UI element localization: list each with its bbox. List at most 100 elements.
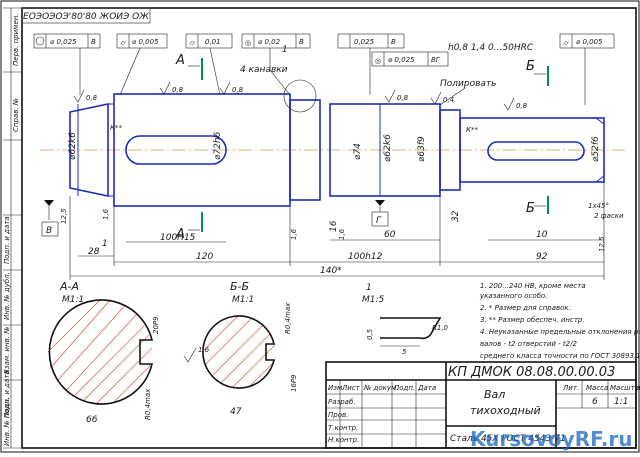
technical-notes: 1. 200...240 HВ, кроме места указанного … — [479, 282, 640, 360]
svg-text:Дата: Дата — [417, 384, 436, 392]
svg-text:60: 60 — [384, 230, 396, 240]
material: Сталь 45Х ГОСТ 4543-71 — [450, 434, 566, 444]
header-box — [21, 7, 151, 24]
svg-text:0,4: 0,4 — [443, 96, 454, 104]
svg-text:R0,4max: R0,4max — [144, 388, 152, 420]
tolerance-value: ⌀ 0,02 — [258, 38, 281, 46]
svg-text:⌭: ⌭ — [189, 39, 195, 47]
svg-text:R0,4max: R0,4max — [284, 302, 292, 334]
section-bb: Б-Б М1:1 47 R0,4max 16Р9 — [202, 280, 298, 417]
tolerance-value: 0,025 — [354, 38, 375, 46]
svg-text:140*: 140* — [320, 266, 342, 276]
tolerance-value: 0,01 — [205, 38, 221, 46]
svg-text:0,5: 0,5 — [366, 328, 374, 340]
tolerance-base: ВГ — [431, 56, 441, 64]
scale-value: 1:1 — [614, 397, 628, 407]
title-block: КП ДМОК 08.08.00.00.03 Вал тихоходный Ст… — [325, 361, 640, 449]
roughness-symbols: 0,8 0,8 0,8 0,8 0,4 0,8 12,5 1,6 1,6 1,6… — [60, 81, 606, 252]
svg-text:Подп.: Подп. — [394, 384, 415, 392]
key-mark: К** — [110, 124, 122, 132]
header-code: ЕОЭОЭОЭ'80'80 ЖОИЭ ОЖ — [23, 12, 149, 22]
shaft-main-view — [40, 79, 625, 207]
svg-text:28: 28 — [88, 247, 100, 257]
grooves-note: 4 канавки — [240, 65, 288, 75]
svg-text:⌭: ⌭ — [563, 39, 569, 47]
cut-mark-a-bottom: А — [175, 227, 185, 242]
svg-text:0,8: 0,8 — [516, 102, 528, 110]
detail-view: 1 М1:5 5 0,5 R1,0 — [362, 283, 449, 356]
svg-text:Изм.: Изм. — [328, 384, 344, 392]
svg-text:Н.контр.: Н.контр. — [328, 436, 359, 444]
mass-value: 6 — [592, 397, 598, 407]
datum-bases: В Г — [41, 200, 389, 237]
diameter-label: ⌀62k6 — [68, 132, 78, 160]
svg-text:1,6: 1,6 — [338, 228, 346, 240]
svg-text:1. 200...240 HВ, кроме места: 1. 200...240 HВ, кроме места — [480, 282, 586, 290]
base-g: Г — [376, 216, 382, 226]
part-name-1: Вал — [484, 388, 505, 401]
svg-text:0,8: 0,8 — [232, 86, 244, 94]
drawing-code: КП ДМОК 08.08.00.00.03 — [448, 365, 615, 380]
tolerance-value: ⌀ 0,025 — [50, 38, 77, 46]
diameter-label: ⌀52f6 — [591, 136, 601, 162]
svg-text:1,6: 1,6 — [198, 346, 210, 354]
dimensions: 28 120 60 100h12 10 92 140* 100H15 1 16 … — [69, 182, 624, 280]
svg-text:3. ** Размер обеспеч. инстр.: 3. ** Размер обеспеч. инстр. — [480, 316, 585, 324]
svg-text:10: 10 — [536, 230, 548, 240]
svg-text:0,8: 0,8 — [172, 86, 184, 94]
part-name-2: тихоходный — [470, 404, 541, 417]
svg-text:16Р9: 16Р9 — [290, 374, 298, 392]
base-b: В — [46, 226, 52, 236]
margin-label: Подп. и дата — [3, 216, 11, 264]
svg-text:Б-Б: Б-Б — [230, 280, 249, 293]
svg-text:100h12: 100h12 — [348, 252, 383, 262]
svg-text:1: 1 — [366, 283, 372, 293]
svg-text:20Р9: 20Р9 — [152, 316, 160, 334]
svg-text:Лит.: Лит. — [562, 384, 579, 392]
hardness-note: h0,8 1,4 0...50HRC — [448, 43, 534, 53]
svg-text:Разраб.: Разраб. — [328, 398, 356, 406]
margin-label: Подп. и дата — [3, 370, 11, 418]
svg-text:2 фаски: 2 фаски — [594, 212, 624, 220]
svg-text:Масштаб: Масштаб — [610, 384, 640, 392]
detail-mark: 1 — [282, 45, 288, 55]
svg-text:указанного особо.: указанного особо. — [479, 292, 548, 300]
diameter-label: ⌀62k6 — [383, 134, 393, 162]
svg-text:12,5: 12,5 — [598, 236, 606, 252]
tolerance-value: ⌀ 0,025 — [388, 56, 415, 64]
svg-text:Пров.: Пров. — [328, 411, 348, 419]
svg-text:1: 1 — [102, 239, 108, 249]
svg-text:12,5: 12,5 — [60, 208, 68, 224]
diameter-label: ⌀74 — [353, 143, 363, 160]
cut-mark-a-top: А — [175, 53, 185, 68]
polish-note: Полировать — [440, 79, 496, 89]
section-aa: А-А М1:1 66 20Р9 R0,4max 1,6 — [48, 280, 210, 425]
svg-text:66: 66 — [86, 415, 98, 425]
margin-label: Инв. № подл. — [3, 398, 11, 446]
svg-text:1х45°: 1х45° — [588, 202, 609, 210]
svg-text:R1,0: R1,0 — [432, 324, 449, 332]
tolerance-base: В — [299, 38, 304, 46]
svg-text:среднего класса точности по ГО: среднего класса точности по ГОСТ 30893.1 — [480, 352, 640, 360]
diameter-label: ⌀72h6 — [213, 131, 223, 160]
tolerance-value: ⌀ 0,005 — [576, 38, 603, 46]
margin-label: Справ. № — [12, 98, 20, 132]
tolerance-value: ⌀ 0,005 — [132, 38, 159, 46]
svg-text:Масса: Масса — [586, 384, 608, 392]
watermark: KursovoyRF.ru — [470, 427, 633, 451]
svg-text:Лист: Лист — [341, 384, 361, 392]
svg-text:5: 5 — [402, 348, 407, 356]
svg-text:4. Неуказанные предельные откл: 4. Неуказанные предельные отклонения раз… — [480, 328, 640, 336]
svg-text:Т.контр.: Т.контр. — [328, 424, 358, 432]
svg-text:92: 92 — [536, 252, 548, 262]
svg-text:◎: ◎ — [375, 57, 381, 65]
tolerance-base: В — [91, 38, 96, 46]
svg-text:М1:1: М1:1 — [232, 295, 254, 305]
svg-text:валов - t2 отверстий - t2/2: валов - t2 отверстий - t2/2 — [480, 340, 577, 348]
svg-text:120: 120 — [196, 252, 213, 262]
svg-text:№ докум.: № докум. — [363, 384, 399, 392]
cut-mark-b-top: Б — [526, 59, 535, 74]
